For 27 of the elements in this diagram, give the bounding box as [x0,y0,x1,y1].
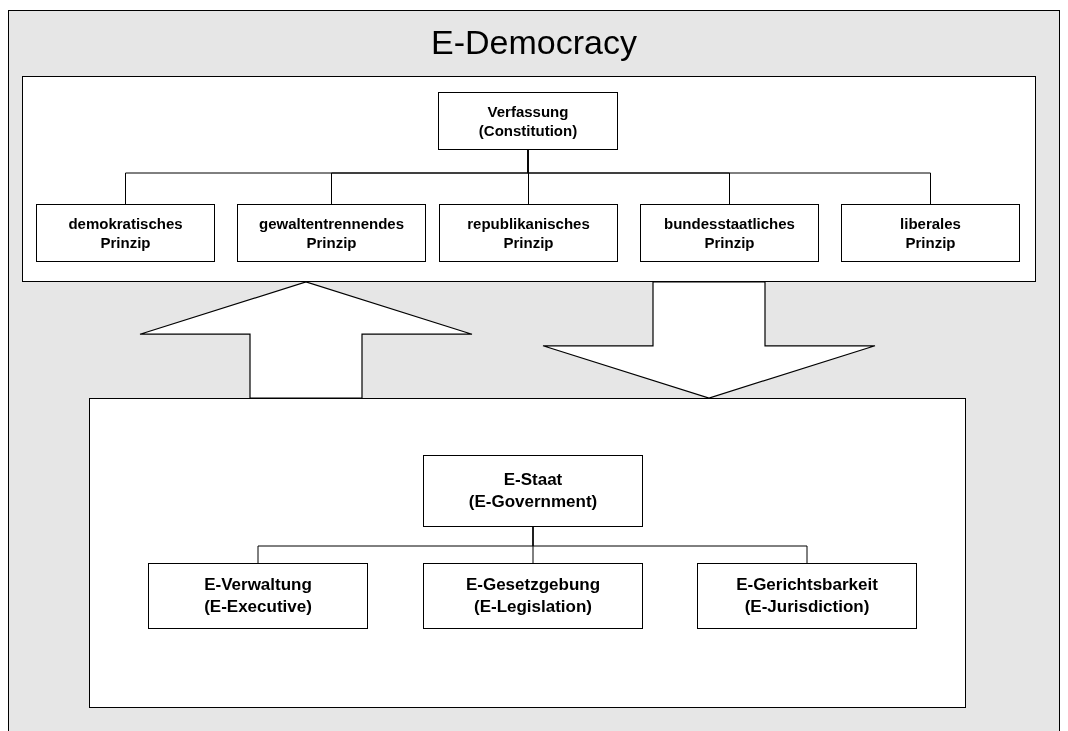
org-box [697,563,917,629]
connector-line [532,526,808,564]
connector-line [527,149,931,205]
title: E-Democracy [431,22,637,62]
box-label: Verfassung (Constitution) [477,101,579,141]
box-label: demokratisches Prinzip [67,213,184,253]
org-box [423,455,643,527]
org-box [237,204,426,262]
block-arrow [542,281,876,399]
panel [22,76,1036,282]
org-box [640,204,819,262]
box-label: E-Verwaltung (E-Executive) [203,573,313,618]
block-arrow [139,281,473,399]
org-box [438,92,618,150]
box-label: bundesstaatliches Prinzip [663,213,796,253]
box-label: E-Gerichtsbarkeit (E-Jurisdiction) [735,573,879,618]
org-box [36,204,215,262]
box-label: liberales Prinzip [899,213,962,253]
org-box [439,204,618,262]
org-box [423,563,643,629]
org-box [148,563,368,629]
box-label: E-Gesetzgebung (E-Legislation) [464,573,602,618]
box-label: E-Staat (E-Government) [467,468,599,513]
box-label: gewaltentrennendes Prinzip [257,213,405,253]
panel [89,398,966,708]
org-box [841,204,1020,262]
box-label: republikanisches Prinzip [466,213,591,253]
